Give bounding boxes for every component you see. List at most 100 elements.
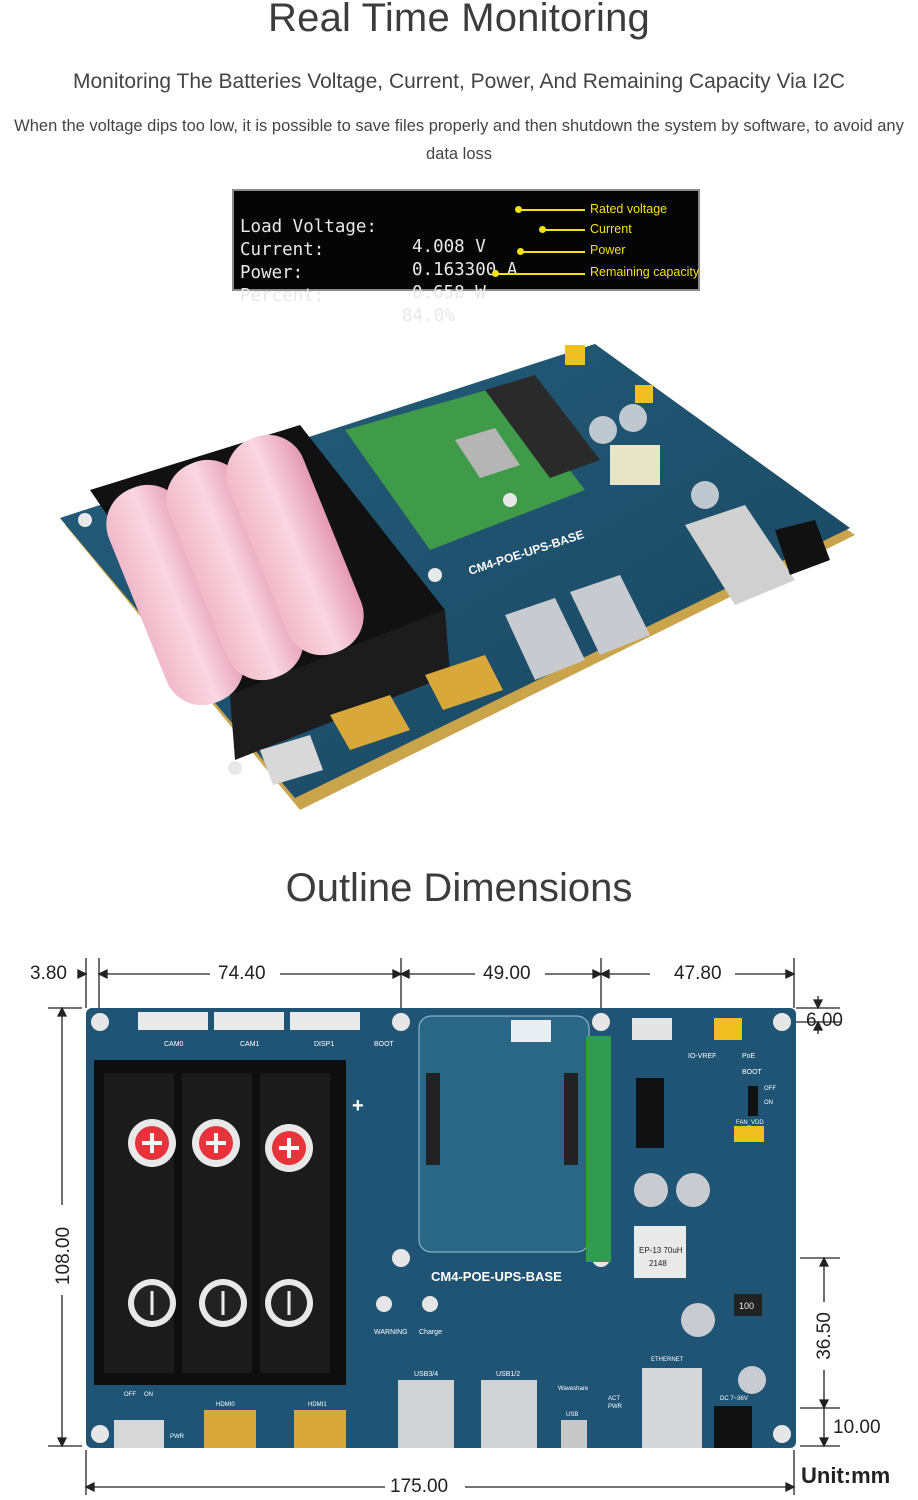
hdmi-port-0-2d bbox=[204, 1410, 256, 1448]
dim-bottom: 175.00 bbox=[390, 1476, 449, 1497]
cm4-connector-b bbox=[564, 1073, 578, 1165]
dc-jack bbox=[775, 520, 830, 575]
label-pwr: PWR bbox=[608, 1404, 623, 1410]
dim-top-1: 3.80 bbox=[30, 963, 67, 984]
section-subtitle-monitoring: Monitoring The Batteries Voltage, Curren… bbox=[73, 70, 845, 93]
capacitor-3 bbox=[691, 481, 719, 509]
label-boot-off: OFF bbox=[764, 1086, 776, 1092]
section-title-dimensions: Outline Dimensions bbox=[285, 866, 633, 910]
power-switch bbox=[260, 735, 323, 785]
battery-cell-3 bbox=[226, 434, 364, 656]
led-warning bbox=[376, 1296, 392, 1312]
label-io-vref: IO-VREF bbox=[688, 1053, 716, 1060]
power-switch-2d bbox=[114, 1420, 164, 1448]
inductor-code: 2148 bbox=[649, 1259, 667, 1268]
annotation-percent: Remaining capacity bbox=[590, 265, 700, 279]
oled-row-voltage: Load Voltage: 4.008 V bbox=[240, 197, 486, 257]
oled-row-power: Power: 0.658 W bbox=[240, 243, 486, 303]
label-hdmi1: HDMI1 bbox=[308, 1402, 327, 1408]
dim-top-4: 47.80 bbox=[674, 963, 722, 984]
annotation-dot-voltage bbox=[515, 206, 522, 213]
battery-slot-1 bbox=[104, 1073, 174, 1373]
label-charge: Charge bbox=[419, 1329, 442, 1336]
jumper-yellow-1 bbox=[565, 345, 585, 365]
label-boot: BOOT bbox=[374, 1041, 395, 1048]
annotation-voltage: Rated voltage bbox=[590, 202, 668, 216]
mounting-hole-1 bbox=[428, 568, 442, 582]
oled-label-current: Current: bbox=[240, 240, 325, 260]
oled-value-voltage: 4.008 V bbox=[412, 237, 486, 257]
dim-right-top: 6.00 bbox=[806, 1010, 843, 1031]
label-ethernet: ETHERNET bbox=[651, 1357, 684, 1363]
fpc-cam1 bbox=[214, 1012, 284, 1030]
annotation-line-power bbox=[521, 251, 585, 253]
ic-100-label: 100 bbox=[739, 1301, 754, 1311]
inductor-label: EP-13 70uH bbox=[639, 1246, 683, 1255]
dimension-lines bbox=[48, 958, 840, 1495]
usb-port-2 bbox=[570, 575, 650, 655]
oled-value-power: 0.658 W bbox=[412, 283, 486, 303]
label-hdmi0: HDMI0 bbox=[216, 1402, 235, 1408]
label-waveshare: Waveshare bbox=[558, 1386, 589, 1392]
battery-slot-2 bbox=[182, 1073, 252, 1373]
capacitor-2d-3 bbox=[681, 1303, 715, 1337]
battery-cells bbox=[106, 434, 364, 706]
cm4-chip bbox=[455, 428, 520, 478]
battery-cell-2 bbox=[166, 459, 304, 681]
gpio-header-2d bbox=[586, 1036, 611, 1262]
inductor bbox=[610, 445, 660, 485]
cm4-connector-a bbox=[426, 1073, 440, 1165]
label-disp1: DISP1 bbox=[314, 1041, 334, 1048]
battery-slots bbox=[104, 1073, 330, 1373]
board-2d-topview: CAM0 CAM1 DISP1 BOOT + IO-VREF PoE bbox=[86, 1008, 796, 1448]
hole-br bbox=[773, 1425, 791, 1443]
capacitor-2d-2 bbox=[676, 1173, 710, 1207]
oled-row-current: Current: 0.163300 A bbox=[240, 220, 517, 280]
label-fan-vdd: FAN_VDD bbox=[736, 1120, 764, 1126]
cm4-socket-area bbox=[418, 1015, 590, 1253]
annotation-dot-power bbox=[517, 248, 524, 255]
cm4-label-box bbox=[511, 1020, 551, 1042]
battery-cell-1 bbox=[106, 484, 244, 706]
hole-bl bbox=[91, 1425, 109, 1443]
annotation-dot-current bbox=[539, 226, 546, 233]
usb-port-34 bbox=[398, 1380, 454, 1448]
annotation-dot-percent bbox=[492, 270, 499, 277]
usb-c-port bbox=[561, 1420, 587, 1448]
hdmi-port-1 bbox=[425, 655, 503, 710]
hole-cm4-2 bbox=[592, 1013, 610, 1031]
section-description-monitoring: When the voltage dips too low, it is pos… bbox=[14, 117, 904, 163]
mounting-hole-4 bbox=[78, 513, 92, 527]
battery-minus-markers bbox=[128, 1279, 313, 1327]
label-switch-off: OFF bbox=[124, 1392, 136, 1398]
section-title-monitoring: Real Time Monitoring bbox=[268, 0, 650, 40]
hole-tr bbox=[773, 1013, 791, 1031]
hole-cm4-1 bbox=[392, 1013, 410, 1031]
dim-right-mid: 36.50 bbox=[814, 1312, 835, 1360]
label-boot-on: ON bbox=[764, 1100, 773, 1106]
annotation-power: Power bbox=[590, 243, 626, 257]
battery-plus-sign: + bbox=[352, 1095, 364, 1117]
mounting-hole-2 bbox=[503, 493, 517, 507]
hdmi-port-0 bbox=[330, 695, 410, 750]
inductor-2d bbox=[634, 1226, 686, 1278]
label-poe: PoE bbox=[742, 1053, 756, 1060]
battery-slot-3 bbox=[260, 1073, 330, 1373]
annotation-line-voltage bbox=[519, 209, 585, 211]
battery-plus-markers bbox=[128, 1119, 313, 1172]
label-dc: DC 7~36V bbox=[720, 1396, 748, 1402]
boot-switch bbox=[748, 1086, 758, 1116]
oled-value-percent: 84.0% bbox=[402, 306, 455, 326]
capacitor-1 bbox=[589, 416, 617, 444]
capacitor-2d-1 bbox=[634, 1173, 668, 1207]
dim-top-2: 74.40 bbox=[218, 963, 266, 984]
hole-tl bbox=[91, 1013, 109, 1031]
fan-connector bbox=[632, 1018, 672, 1040]
board2d-silkscreen: CM4-POE-UPS-BASE bbox=[431, 1269, 562, 1284]
capacitor-2 bbox=[619, 404, 647, 432]
oled-value-current: 0.163300 A bbox=[412, 260, 518, 280]
gpio-header bbox=[485, 375, 600, 478]
label-boot-switch: BOOT bbox=[742, 1069, 763, 1076]
hole-cm4-3 bbox=[392, 1249, 410, 1267]
oled-row-percent: Percent: 84.0% bbox=[240, 266, 455, 326]
